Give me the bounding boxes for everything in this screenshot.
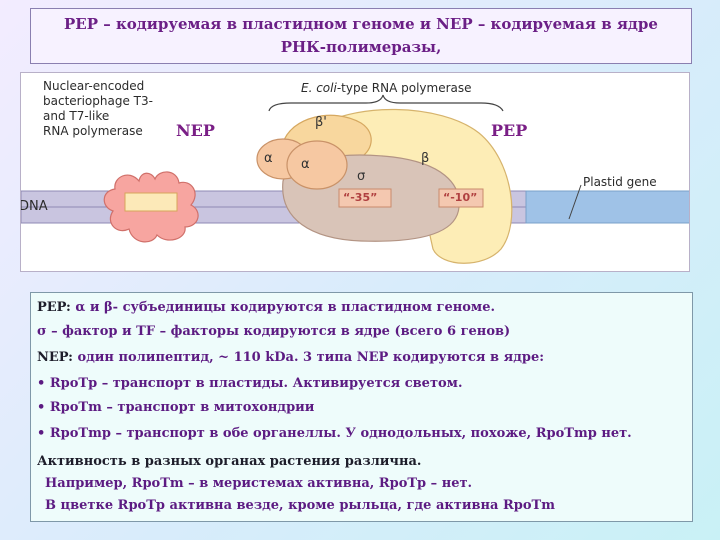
plastid-gene-pointer xyxy=(568,184,582,220)
ecoli-rest: -type RNA polymerase xyxy=(336,81,472,95)
ecoli-italic: E. coli xyxy=(301,81,337,95)
pep-text: α и β- субъединицы кодируются в пластидн… xyxy=(75,300,496,315)
info-line-8: Например, RpoTm – в меристемах активна, … xyxy=(45,476,473,491)
diagram-graphic xyxy=(21,94,689,264)
nep-prefix: NEP: xyxy=(37,350,78,365)
beta-label: β xyxy=(421,151,430,166)
box-10 xyxy=(438,188,484,208)
rpotp-text: RpoTp – транспорт в пластиды. Активирует… xyxy=(49,376,463,391)
alpha-label-1: α xyxy=(264,151,273,166)
rna-polymerase-diagram: Nuclear-encoded bacteriophage T3- and T7… xyxy=(20,72,690,272)
bullet-3: • xyxy=(37,426,46,441)
pep-label: PEP xyxy=(491,121,528,140)
nuclear-encoded-label: Nuclear-encoded bacteriophage T3- and T7… xyxy=(43,79,193,139)
dna-label: DNA xyxy=(20,199,48,214)
bullet-1: • xyxy=(37,376,46,391)
info-line-7: Активность в разных органах растения раз… xyxy=(37,454,422,469)
box-35-label: “-35” xyxy=(343,191,378,204)
nep-inner-box xyxy=(124,192,178,212)
info-line-3: NEP: один полипептид, ~ 110 kDa. 3 типа … xyxy=(37,350,544,365)
nuclear-label-line-4: RNA polymerase xyxy=(43,124,143,138)
alpha-label-2: α xyxy=(301,157,310,172)
nuclear-label-line-2: bacteriophage T3- xyxy=(43,94,153,108)
info-line-4: • RpoTp – транспорт в пластиды. Активиру… xyxy=(37,376,463,391)
title-line-2: РНК-полимеразы, xyxy=(280,38,442,56)
title-line-1: PEP – кодируемая в пластидном геноме и N… xyxy=(64,15,658,33)
info-line-2: σ – фактор и TF – факторы кодируются в я… xyxy=(37,324,511,339)
bullet-2: • xyxy=(37,400,46,415)
info-line-9: В цветке RpoTp активна везде, кроме рыль… xyxy=(45,498,555,513)
nep-label: NEP xyxy=(176,121,215,140)
alpha-subunit-2 xyxy=(286,140,348,190)
beta-prime-label: β' xyxy=(315,115,327,130)
nuclear-label-line-3: and T7-like xyxy=(43,109,110,123)
ecoli-brace xyxy=(268,94,504,112)
ecoli-polymerase-label: E. coli-type RNA polymerase xyxy=(301,81,472,95)
pep-prefix: PEP: xyxy=(37,300,76,315)
rpotm-text: RpoTm – транспорт в митохондрии xyxy=(49,400,315,415)
info-line-5: • RpoTm – транспорт в митохондрии xyxy=(37,400,314,415)
box-35 xyxy=(338,188,392,208)
sigma-label: σ xyxy=(357,169,366,184)
nep-text: один полипептид, ~ 110 kDa. 3 типа NEP к… xyxy=(77,350,545,365)
info-line-1: PEP: α и β- субъединицы кодируются в пла… xyxy=(37,300,495,315)
box-10-label: “-10” xyxy=(443,191,478,204)
info-line-6: • RpoTmp – транспорт в обе органеллы. У … xyxy=(37,426,632,441)
title-box: PEP – кодируемая в пластидном геноме и N… xyxy=(30,8,692,64)
plastid-gene-label: Plastid gene xyxy=(583,175,657,189)
rpotmp-text: RpoTmp – транспорт в обе органеллы. У од… xyxy=(49,426,632,441)
info-box: PEP: α и β- субъединицы кодируются в пла… xyxy=(30,292,693,522)
plastid-gene-segment xyxy=(525,190,689,224)
nuclear-label-line-1: Nuclear-encoded xyxy=(43,79,145,93)
